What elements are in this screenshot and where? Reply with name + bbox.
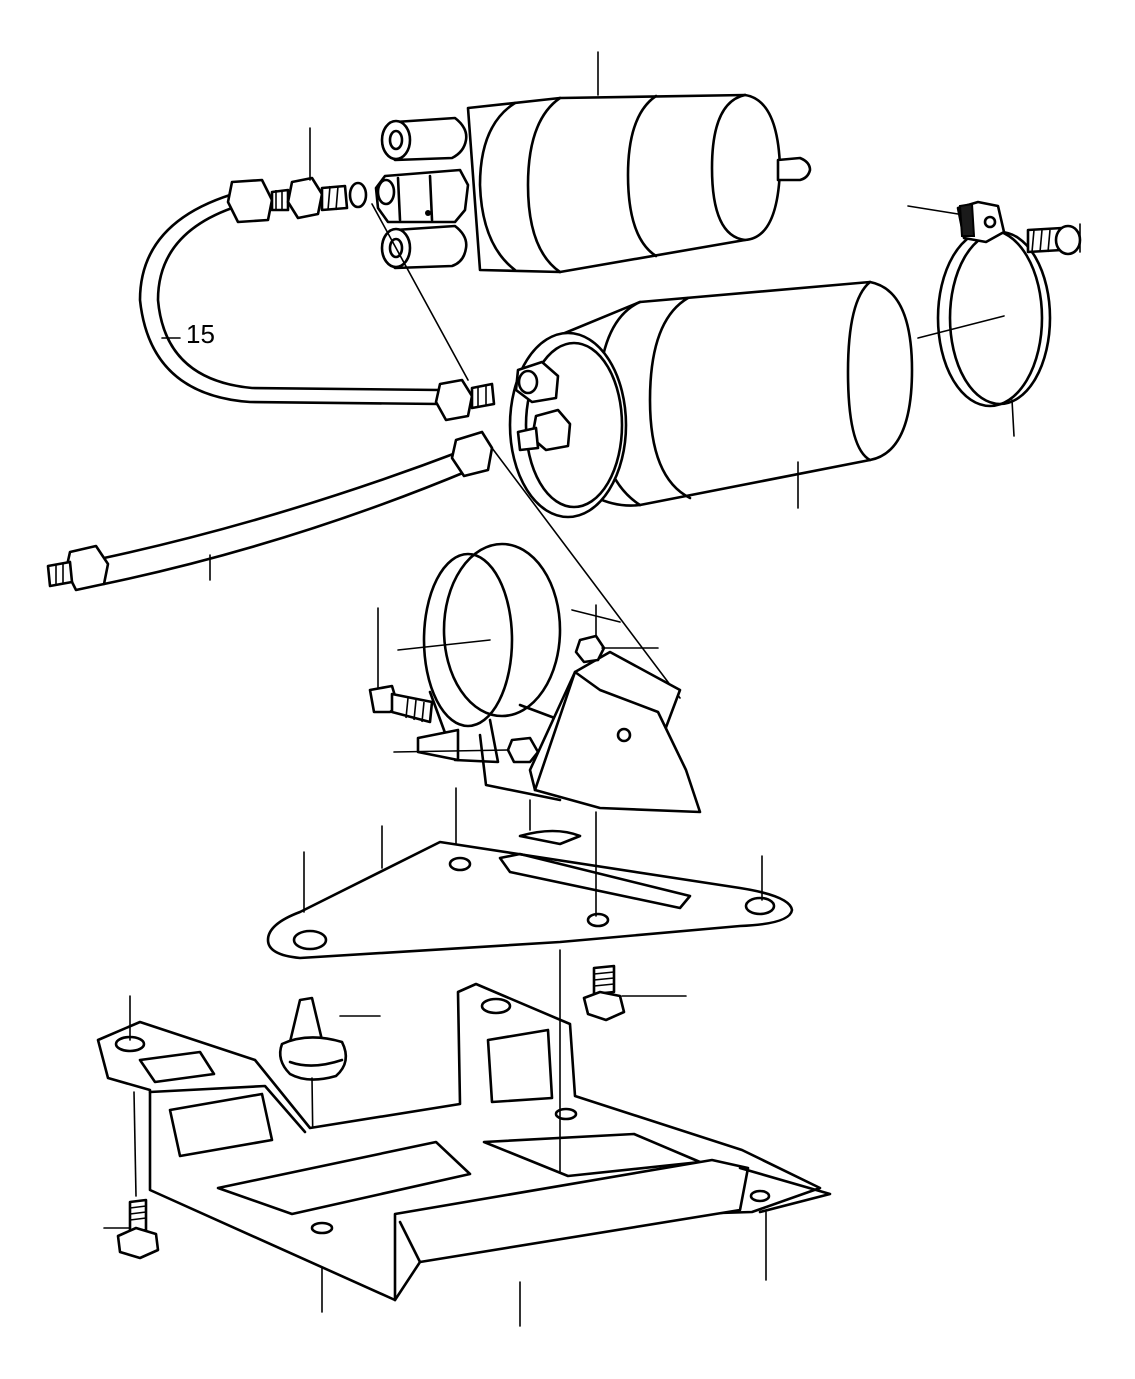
outlet-hose [46, 430, 681, 699]
filter-bracket [368, 542, 702, 859]
base-bracket [96, 949, 832, 1327]
filter-clamp [907, 200, 1082, 437]
fuel-accumulator [508, 280, 914, 519]
bolt-right [582, 964, 687, 1022]
fuel-pump [374, 51, 812, 274]
bolt-left [103, 1091, 160, 1260]
mounting-plate [266, 811, 794, 960]
rubber-buffer [278, 996, 381, 1225]
fuel-hose: 15 [138, 127, 496, 422]
callout-15: 15 [186, 319, 215, 349]
